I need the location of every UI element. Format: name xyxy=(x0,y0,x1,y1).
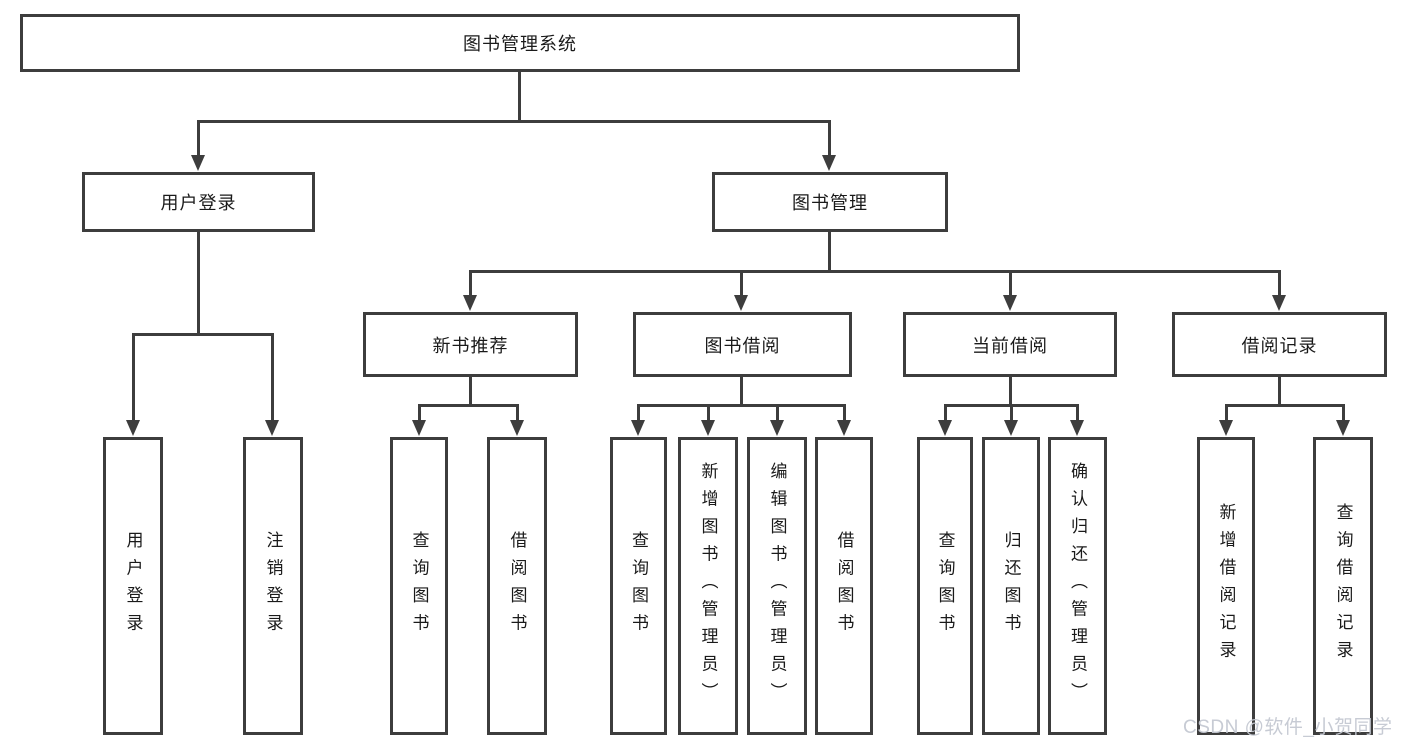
arrowhead-down-icon xyxy=(191,155,205,171)
leaf-label: 新增借阅记录 xyxy=(1216,503,1236,669)
leaf-label: 借阅图书 xyxy=(834,530,854,642)
connector-line xyxy=(1076,404,1079,421)
connector-line xyxy=(132,333,135,421)
leaf-label: 查询借阅记录 xyxy=(1333,503,1353,669)
leaf-label: 确认归还（管理员） xyxy=(1068,462,1087,710)
node-new-book-recommend: 新书推荐 xyxy=(363,312,578,377)
arrowhead-down-icon xyxy=(1336,420,1350,436)
node-borrowing-records: 借阅记录 xyxy=(1172,312,1387,377)
arrowhead-down-icon xyxy=(837,420,851,436)
leaf-records-query-record: 查询借阅记录 xyxy=(1313,437,1373,735)
connector-line xyxy=(740,270,743,296)
node-book-borrowing: 图书借阅 xyxy=(633,312,852,377)
arrowhead-down-icon xyxy=(701,420,715,436)
connector-line xyxy=(469,270,472,296)
connector-line xyxy=(1278,270,1281,296)
connector-line xyxy=(469,377,472,406)
connector-line xyxy=(944,404,947,421)
leaf-current-query-books: 查询图书 xyxy=(917,437,973,735)
leaf-label: 新增图书（管理员） xyxy=(698,462,718,710)
leaf-label: 编辑图书（管理员） xyxy=(767,462,787,710)
connector-line xyxy=(1278,377,1281,406)
arrowhead-down-icon xyxy=(631,420,645,436)
connector-line xyxy=(740,377,743,406)
arrowhead-down-icon xyxy=(412,420,426,436)
arrowhead-down-icon xyxy=(938,420,952,436)
connector-line xyxy=(197,120,831,123)
leaf-borrow-query-books: 查询图书 xyxy=(610,437,667,735)
arrowhead-down-icon xyxy=(510,420,524,436)
leaf-label: 查询图书 xyxy=(629,530,648,642)
leaf-label: 用户登录 xyxy=(123,530,143,642)
connector-line xyxy=(418,404,421,421)
connector-line xyxy=(1009,270,1012,296)
arrowhead-down-icon xyxy=(1004,420,1018,436)
connector-line xyxy=(516,404,519,421)
connector-line xyxy=(271,333,274,421)
leaf-label: 查询图书 xyxy=(409,530,429,642)
leaf-borrow-add-books-admin: 新增图书（管理员） xyxy=(678,437,738,735)
leaf-logout: 注销登录 xyxy=(243,437,303,735)
connector-line xyxy=(1225,404,1228,421)
connector-line xyxy=(197,232,200,335)
leaf-borrow-borrow-books: 借阅图书 xyxy=(815,437,873,735)
node-book-management: 图书管理 xyxy=(712,172,948,232)
arrowhead-down-icon xyxy=(1272,295,1286,311)
connector-line xyxy=(1010,404,1013,421)
leaf-current-confirm-return-admin: 确认归还（管理员） xyxy=(1048,437,1107,735)
connector-line xyxy=(1009,377,1012,406)
node-current-borrowing: 当前借阅 xyxy=(903,312,1117,377)
connector-line xyxy=(776,404,779,421)
arrowhead-down-icon xyxy=(1219,420,1233,436)
leaf-recommend-borrow-books: 借阅图书 xyxy=(487,437,547,735)
connector-line xyxy=(132,333,274,336)
connector-line xyxy=(197,120,200,156)
leaf-label: 注销登录 xyxy=(263,530,283,642)
leaf-borrow-edit-books-admin: 编辑图书（管理员） xyxy=(747,437,807,735)
arrowhead-down-icon xyxy=(265,420,279,436)
arrowhead-down-icon xyxy=(1003,295,1017,311)
connector-line xyxy=(828,120,831,156)
connector-line xyxy=(828,232,831,273)
arrowhead-down-icon xyxy=(463,295,477,311)
leaf-current-return-books: 归还图书 xyxy=(982,437,1040,735)
connector-line xyxy=(418,404,519,407)
arrowhead-down-icon xyxy=(734,295,748,311)
connector-line xyxy=(1342,404,1345,421)
arrowhead-down-icon xyxy=(126,420,140,436)
arrowhead-down-icon xyxy=(770,420,784,436)
node-root-system: 图书管理系统 xyxy=(20,14,1020,72)
leaf-label: 归还图书 xyxy=(1001,530,1021,642)
arrowhead-down-icon xyxy=(1070,420,1084,436)
connector-line xyxy=(518,72,521,122)
leaf-label: 查询图书 xyxy=(935,530,955,642)
leaf-recommend-query-books: 查询图书 xyxy=(390,437,448,735)
connector-line xyxy=(637,404,846,407)
csdn-watermark: CSDN @软件_小贺同学 xyxy=(1183,717,1393,738)
arrowhead-down-icon xyxy=(822,155,836,171)
connector-line xyxy=(469,270,1281,273)
connector-line xyxy=(637,404,640,421)
connector-line xyxy=(707,404,710,421)
leaf-records-add-record: 新增借阅记录 xyxy=(1197,437,1255,735)
leaf-user-login: 用户登录 xyxy=(103,437,163,735)
connector-line xyxy=(843,404,846,421)
leaf-label: 借阅图书 xyxy=(507,530,527,642)
connector-line xyxy=(1225,404,1345,407)
node-user-login: 用户登录 xyxy=(82,172,315,232)
